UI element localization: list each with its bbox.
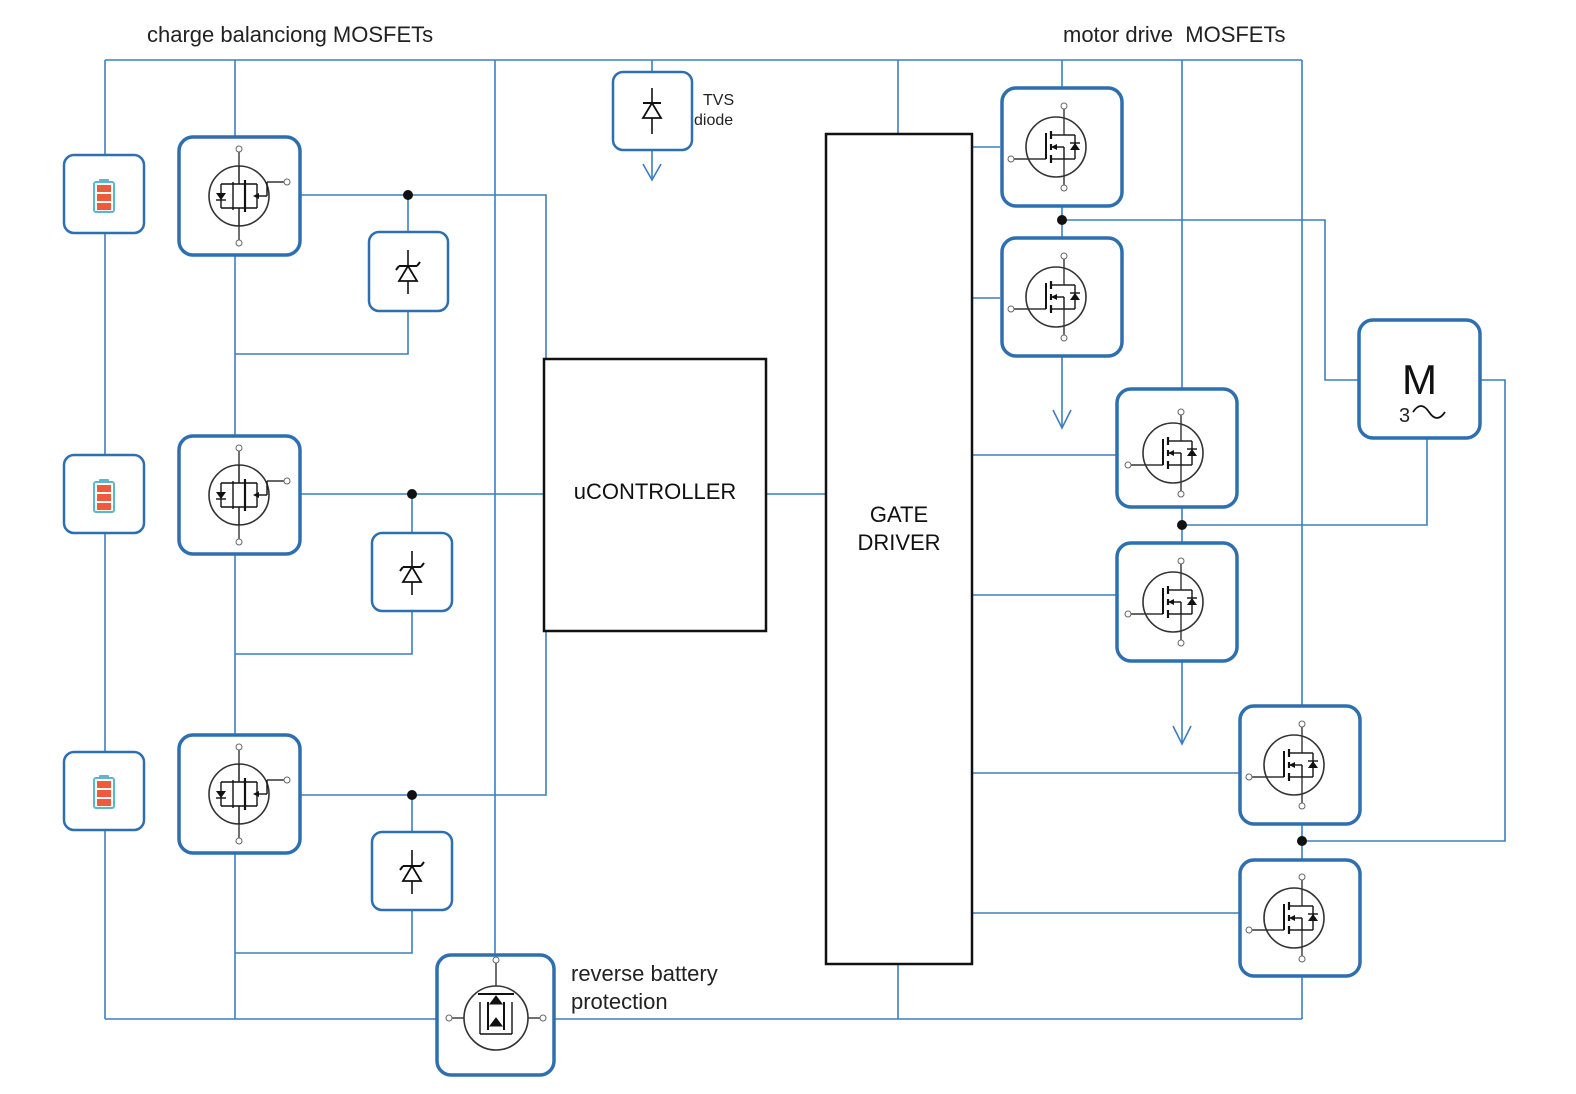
reverse-protection-label-line2: protection xyxy=(571,989,668,1014)
back-to-back-mosfet-icon xyxy=(452,962,540,1051)
battery-cell-3 xyxy=(62,750,146,832)
gate-driver-label-line2: DRIVER xyxy=(857,530,941,555)
gate-driver-block xyxy=(824,132,974,966)
ucontroller-block xyxy=(542,357,768,633)
battery-icon xyxy=(93,478,115,513)
motor-mosfet-a-high xyxy=(1000,86,1124,208)
gate-driver-label-line1: GATE xyxy=(869,502,929,527)
charge-mosfet-1 xyxy=(177,135,302,257)
tvs-diode-icon xyxy=(641,88,663,134)
ac-wave-icon xyxy=(1412,405,1446,419)
motor-mosfet-c-high xyxy=(1238,704,1362,826)
motor-label: M xyxy=(1402,356,1437,403)
battery-icon xyxy=(93,774,115,809)
reverse-protection-label-line1: reverse battery xyxy=(571,961,718,986)
motor-mosfet-b-low xyxy=(1115,541,1239,663)
junction-dots xyxy=(403,190,1307,846)
ucontroller-label: uCONTROLLER xyxy=(573,479,737,504)
tvs-diode xyxy=(611,70,694,152)
battery-icon xyxy=(93,178,115,213)
motor-mosfets-label: motor drive MOSFETs xyxy=(1063,22,1286,47)
zener-diode-1 xyxy=(367,230,450,313)
tvs-label-line1: TVS xyxy=(703,92,735,109)
charge-mosfets-label: charge balanciong MOSFETs xyxy=(147,22,434,47)
tvs-label-line2: diode xyxy=(694,112,734,129)
charge-mosfet-2 xyxy=(177,434,302,556)
motor-mosfet-c-low xyxy=(1238,858,1362,978)
charge-mosfet-3 xyxy=(177,733,302,855)
zener-diode-3 xyxy=(370,830,454,912)
motor xyxy=(1357,318,1482,440)
motor-mosfet-a-low xyxy=(1000,236,1124,358)
motor-mosfet-b-high xyxy=(1115,387,1239,509)
battery-cell-1 xyxy=(62,153,146,235)
battery-cell-2 xyxy=(62,453,146,535)
motor-phase-label: 3 xyxy=(1399,405,1411,427)
reverse-protection-mosfet xyxy=(435,953,556,1077)
zener-diode-2 xyxy=(370,531,454,613)
